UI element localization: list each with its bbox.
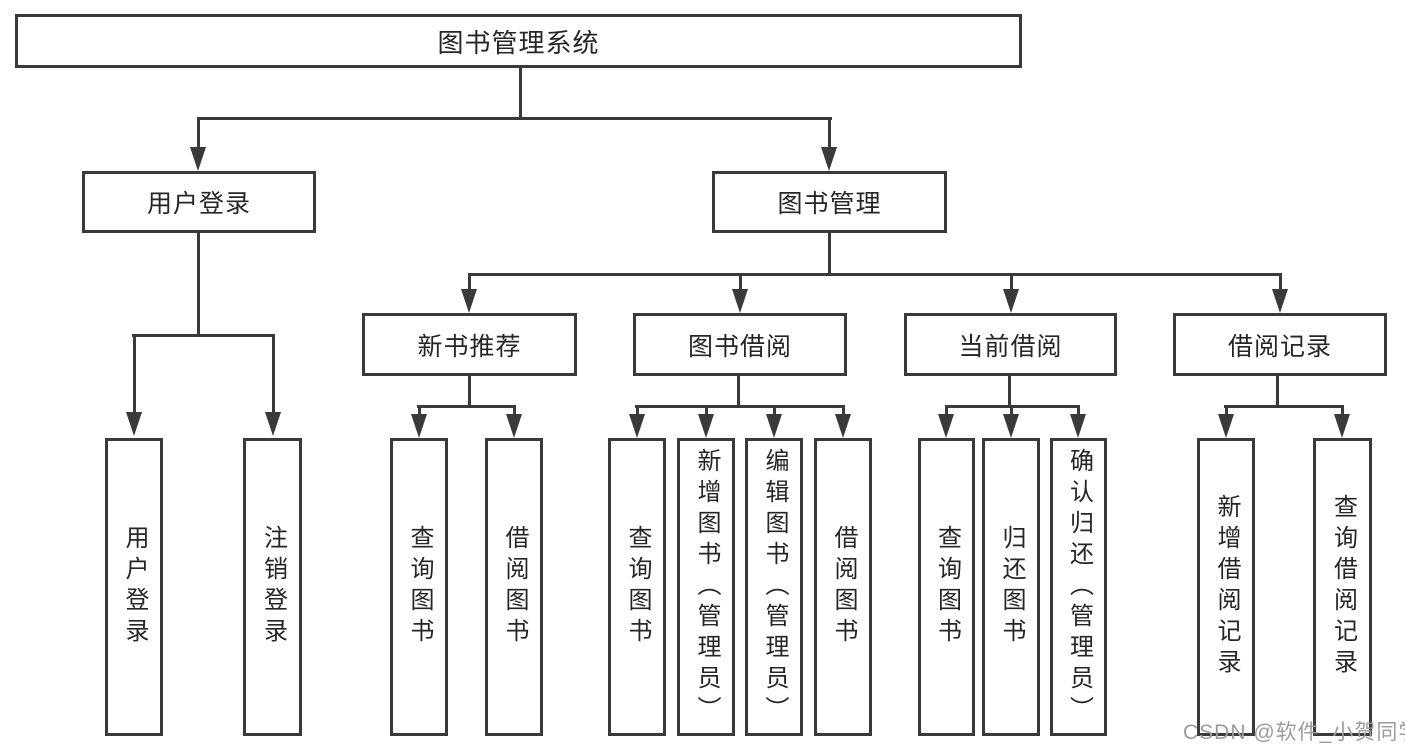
connector-current-stem — [1008, 376, 1011, 407]
leaf-borrow-books: 借阅图书 — [814, 438, 872, 736]
connector-root-branch — [197, 117, 832, 120]
arrow-down-icon — [1003, 273, 1019, 313]
leaf-label: 新增图书（管理员） — [693, 447, 720, 727]
node-library-management-system: 图书管理系统 — [15, 14, 1022, 68]
node-label: 借阅记录 — [1227, 332, 1332, 361]
arrow-down-icon — [1003, 405, 1019, 438]
node-new-book-recommend: 新书推荐 — [362, 313, 577, 376]
leaf-add-book-admin: 新增图书（管理员） — [677, 438, 735, 736]
node-borrowing-records: 借阅记录 — [1173, 313, 1387, 376]
connector-recommend-branch — [417, 405, 515, 408]
leaf-user-login: 用户登录 — [105, 438, 163, 736]
leaf-edit-book-admin: 编辑图书（管理员） — [745, 438, 803, 736]
node-label: 新书推荐 — [417, 332, 522, 361]
arrow-down-icon — [1070, 405, 1086, 438]
arrow-down-icon — [732, 273, 748, 313]
node-book-borrowing: 图书借阅 — [633, 313, 847, 376]
arrow-down-icon — [506, 405, 522, 438]
node-label: 当前借阅 — [958, 332, 1063, 361]
leaf-label: 新增借阅记录 — [1213, 494, 1240, 680]
node-label: 图书借阅 — [687, 332, 792, 361]
leaf-query-books-current: 查询图书 — [918, 438, 975, 736]
connector-records-branch — [1224, 405, 1344, 408]
connector-root-stem — [519, 67, 522, 118]
arrow-down-icon — [629, 405, 645, 438]
csdn-watermark: CSDN @软件_小贺同学 — [1183, 721, 1405, 744]
arrow-down-icon — [265, 334, 281, 436]
connector-current-branch — [945, 405, 1080, 408]
leaf-label: 用户登录 — [121, 525, 148, 649]
connector-borrowing-branch — [635, 405, 845, 408]
arrow-down-icon — [698, 405, 714, 438]
connector-mgmt-stem — [828, 233, 831, 276]
leaf-query-books-recommend: 查询图书 — [390, 438, 448, 736]
leaf-label: 借阅图书 — [830, 525, 857, 649]
node-label: 用户登录 — [146, 190, 251, 218]
arrow-down-icon — [938, 405, 954, 438]
node-current-borrowing: 当前借阅 — [904, 313, 1117, 376]
arrow-down-icon — [190, 117, 206, 171]
connector-mgmt-branch — [468, 273, 1282, 276]
connector-login-stem — [197, 233, 200, 337]
leaf-label: 借阅图书 — [501, 525, 528, 649]
node-book-management: 图书管理 — [712, 171, 947, 233]
arrow-down-icon — [1334, 405, 1350, 438]
connector-recommend-stem — [468, 376, 471, 407]
connector-records-stem — [1276, 376, 1279, 407]
connector-borrowing-stem — [737, 376, 740, 407]
leaf-label: 查询借阅记录 — [1329, 494, 1357, 680]
leaf-query-borrow-record: 查询借阅记录 — [1313, 438, 1372, 736]
node-user-login: 用户登录 — [82, 171, 316, 233]
leaf-confirm-return-admin: 确认归还（管理员） — [1050, 438, 1107, 736]
arrow-down-icon — [126, 334, 142, 436]
arrow-down-icon — [835, 405, 851, 438]
leaf-add-borrow-record: 新增借阅记录 — [1197, 438, 1255, 736]
connector-login-branch — [132, 334, 275, 337]
leaf-logout: 注销登录 — [243, 438, 302, 736]
arrow-down-icon — [411, 405, 427, 438]
leaf-label: 确认归还（管理员） — [1065, 447, 1093, 727]
leaf-label: 查询图书 — [406, 525, 433, 649]
node-label: 图书管理系统 — [437, 27, 600, 58]
leaf-label: 注销登录 — [259, 525, 287, 649]
leaf-label: 归还图书 — [998, 525, 1025, 649]
leaf-return-book: 归还图书 — [982, 438, 1040, 736]
leaf-label: 查询图书 — [933, 525, 961, 649]
arrow-down-icon — [1218, 405, 1234, 438]
leaf-query-books-borrowing: 查询图书 — [608, 438, 666, 736]
arrow-down-icon — [766, 405, 782, 438]
arrow-down-icon — [461, 273, 477, 313]
leaf-borrow-books-recommend: 借阅图书 — [485, 438, 543, 736]
arrow-down-icon — [1272, 273, 1288, 313]
leaf-label: 查询图书 — [624, 525, 651, 649]
node-label: 图书管理 — [777, 190, 882, 218]
arrow-down-icon — [821, 117, 837, 171]
leaf-label: 编辑图书（管理员） — [761, 447, 788, 727]
